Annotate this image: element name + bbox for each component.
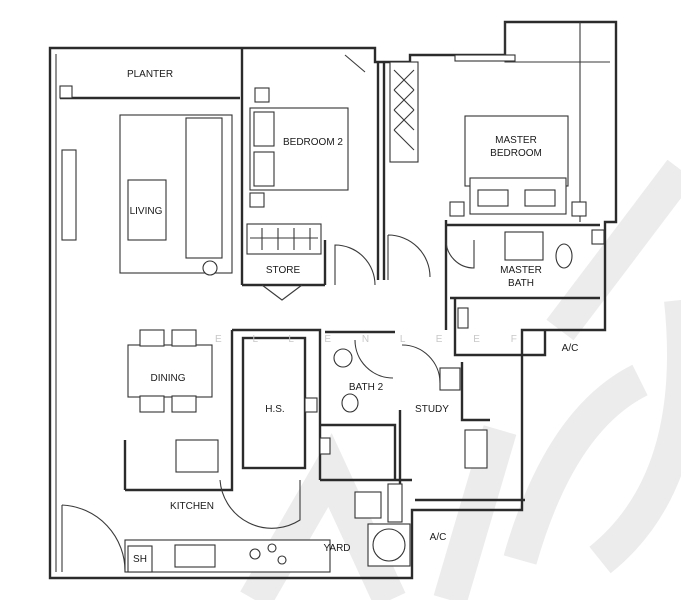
label-master-bedroom-line1: MASTER: [495, 135, 537, 146]
label-shelter: SH: [133, 554, 147, 565]
label-master-bath-line1: MASTER: [500, 265, 542, 276]
label-study: STUDY: [415, 404, 449, 415]
label-yard: YARD: [323, 543, 350, 554]
bedroom-2-furniture: [59, 54, 366, 255]
label-bedroom-2: BEDROOM 2: [283, 137, 343, 148]
label-dining: DINING: [151, 373, 186, 384]
watermark-text: E L L E N L E E F: [215, 334, 531, 345]
kitchen-fixtures: [124, 439, 331, 573]
label-ac-upper: A/C: [562, 343, 579, 354]
household-shelter: [241, 336, 318, 470]
label-store: STORE: [266, 265, 301, 276]
dining-furniture: [127, 329, 213, 413]
label-living: LIVING: [130, 206, 163, 217]
interior-walls: [60, 48, 600, 510]
label-kitchen: KITCHEN: [170, 501, 214, 512]
label-master-bath-line2: BATH: [508, 278, 534, 289]
label-ac-lower: A/C: [430, 532, 447, 543]
yard-fixtures: [354, 483, 411, 567]
living-furniture: [61, 114, 233, 276]
label-bath-2: BATH 2: [349, 382, 384, 393]
room-labels: PLANTER BEDROOM 2 MASTER BEDROOM LIVING …: [127, 69, 578, 565]
study-furniture: [439, 367, 488, 469]
label-planter: PLANTER: [127, 69, 173, 80]
label-hs: H.S.: [265, 404, 284, 415]
bath-2-fixtures: [319, 348, 359, 455]
master-bedroom-furniture: [389, 54, 605, 245]
label-master-bedroom-line2: BEDROOM: [490, 148, 542, 159]
master-bath-fixtures: [457, 231, 573, 329]
doors: [61, 234, 475, 573]
